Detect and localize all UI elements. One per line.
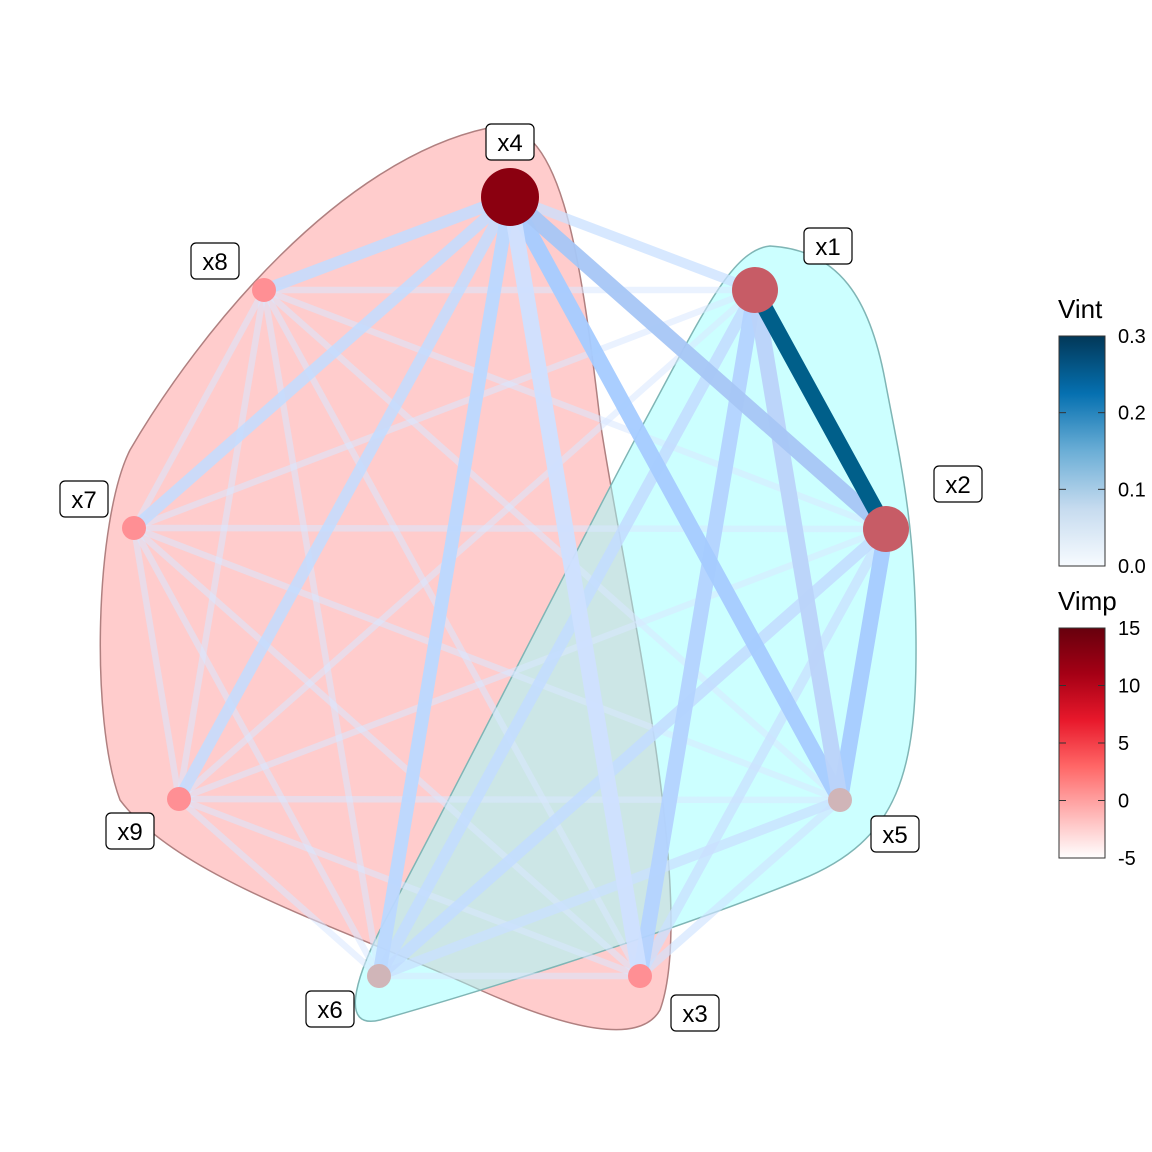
vimp-ticks: -5 0 5 10 15 (1059, 618, 1140, 870)
node-label-x4: x4 (485, 123, 535, 161)
node-label-x1: x1 (803, 227, 853, 265)
edge-x2-x4 (504, 191, 892, 535)
vimp-tick-label: 10 (1118, 676, 1140, 698)
edge-x4-x8 (261, 191, 513, 296)
node-x6[interactable] (367, 964, 391, 988)
node-x7[interactable] (122, 516, 146, 540)
node-x1[interactable] (732, 267, 778, 313)
vimp-tick-label: 0 (1118, 791, 1129, 813)
vint-tick-label: 0.2 (1118, 403, 1146, 425)
node-label-x2: x2 (933, 465, 983, 503)
vint-tick-label: 0.0 (1118, 556, 1146, 578)
edges (130, 191, 894, 981)
node-x5[interactable] (828, 788, 852, 812)
node-label-text: x3 (682, 1001, 707, 1028)
edge-x9-x5 (178, 795, 841, 804)
edge-x9-x3 (177, 795, 642, 980)
node-label-x9: x9 (105, 812, 155, 850)
edge-x7-x3 (131, 525, 643, 979)
node-x9[interactable] (167, 787, 191, 811)
node-label-x6: x6 (305, 990, 355, 1028)
edge-x3-x4 (502, 195, 648, 978)
vint-legend-title: Vint (1058, 294, 1103, 324)
node-x3[interactable] (628, 964, 652, 988)
node-label-x8: x8 (190, 242, 240, 280)
edge-x2-x5 (832, 527, 894, 802)
node-label-text: x7 (71, 487, 96, 514)
edge-x8-x3 (261, 288, 643, 978)
edge-x7-x9 (130, 527, 183, 800)
edge-x8-x5 (261, 287, 843, 803)
vimp-colorbar (1058, 627, 1106, 859)
vimp-tick-label: -5 (1118, 848, 1136, 870)
node-label-x7: x7 (59, 480, 109, 518)
edge-x6-x5 (377, 795, 842, 981)
node-label-text: x1 (815, 234, 840, 261)
edge-x4-x5 (502, 193, 848, 804)
edge-x4-x9 (173, 194, 516, 802)
node-x8[interactable] (252, 278, 276, 302)
node-label-text: x4 (497, 130, 522, 157)
nodes (122, 168, 909, 988)
edge-x4-x6 (372, 195, 517, 978)
node-label-x5: x5 (870, 815, 920, 853)
edge-x9-x1 (176, 287, 758, 802)
node-label-text: x5 (882, 822, 907, 849)
vimp-legend: Vimp -5 0 5 10 15 (1058, 586, 1140, 870)
edge-x8-x7 (131, 288, 267, 530)
vimp-tick-label: 15 (1118, 618, 1140, 640)
vimp-legend-title: Vimp (1058, 586, 1117, 616)
vint-tick-label: 0.1 (1118, 479, 1146, 501)
vint-ticks: 0.0 0.1 0.2 0.3 (1059, 326, 1146, 578)
edge-x4-x7 (130, 192, 514, 533)
node-label-x3: x3 (670, 994, 720, 1032)
edge-x9-x2 (177, 525, 888, 803)
node-label-text: x2 (945, 472, 970, 499)
edge-x7-x2 (133, 524, 887, 533)
edge-x1-x4 (508, 192, 757, 295)
edge-x1-x2 (747, 286, 894, 533)
edge-x1-x5 (747, 288, 848, 802)
edge-x7-x6 (131, 526, 382, 978)
node-label-text: x8 (202, 249, 227, 276)
edge-x9-x6 (176, 796, 382, 979)
edge-x6-x1 (373, 287, 761, 979)
vint-legend: Vint 0.0 0.1 0.2 0.3 (1058, 294, 1146, 578)
node-x4[interactable] (481, 168, 539, 226)
edge-x3-x2 (635, 526, 891, 979)
node-x2[interactable] (863, 506, 909, 552)
node-label-text: x6 (317, 997, 342, 1024)
node-label-text: x9 (117, 819, 142, 846)
edge-x3-x5 (637, 796, 843, 980)
node-labels: x1 x2 x3 x4 x5 x6 x7 x8 x9 (59, 123, 983, 1032)
vint-colorbar (1058, 335, 1106, 567)
vimp-tick-label: 5 (1118, 733, 1129, 755)
vint-tick-label: 0.3 (1118, 326, 1146, 348)
edge-x8-x9 (175, 289, 268, 800)
edge-x7-x5 (132, 524, 842, 804)
